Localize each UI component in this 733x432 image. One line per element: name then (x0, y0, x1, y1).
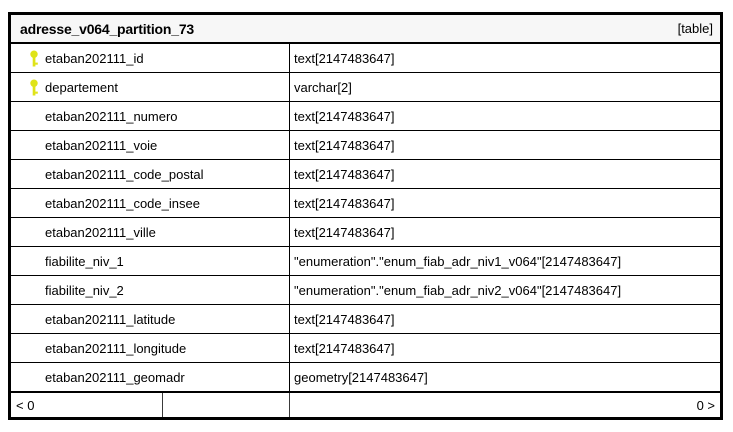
table-row[interactable]: etaban202111_longitude text[2147483647] (11, 334, 720, 363)
table-row[interactable]: etaban202111_code_postal text[2147483647] (11, 160, 720, 189)
column-name-cell: etaban202111_voie (11, 131, 290, 159)
table-row[interactable]: fiabilite_niv_1 "enumeration"."enum_fiab_… (11, 247, 720, 276)
column-name: etaban202111_code_insee (45, 195, 200, 211)
column-type: text[2147483647] (294, 311, 395, 327)
column-type-cell: text[2147483647] (290, 218, 720, 246)
column-type: text[2147483647] (294, 50, 395, 66)
column-name-cell: etaban202111_code_insee (11, 189, 290, 217)
column-name-cell: etaban202111_ville (11, 218, 290, 246)
column-name-cell: fiabilite_niv_2 (11, 276, 290, 304)
column-name-cell: etaban202111_code_postal (11, 160, 290, 188)
key-icon-placeholder (28, 311, 40, 328)
key-icon-placeholder (28, 282, 40, 299)
column-rows: etaban202111_id text[2147483647] departeme… (11, 44, 720, 391)
column-name: etaban202111_longitude (45, 340, 187, 356)
column-type: geometry[2147483647] (294, 369, 428, 385)
table-row[interactable]: etaban202111_ville text[2147483647] (11, 218, 720, 247)
column-name: etaban202111_numero (45, 108, 178, 124)
column-type-cell: varchar[2] (290, 73, 720, 101)
column-name-cell: etaban202111_id (11, 44, 290, 72)
erd-table-node[interactable]: adresse_v064_partition_73 [table] etaban… (8, 12, 723, 420)
table-row[interactable]: etaban202111_code_insee text[2147483647] (11, 189, 720, 218)
key-icon-placeholder (28, 253, 40, 270)
column-name: etaban202111_voie (45, 137, 158, 153)
column-name-cell: fiabilite_niv_1 (11, 247, 290, 275)
table-header[interactable]: adresse_v064_partition_73 [table] (11, 15, 720, 44)
key-icon-placeholder (28, 137, 40, 154)
column-type-cell: "enumeration"."enum_fiab_adr_niv1_v064"[… (290, 247, 720, 275)
column-name-cell: departement (11, 73, 290, 101)
column-name-cell: etaban202111_numero (11, 102, 290, 130)
table-row[interactable]: fiabilite_niv_2 "enumeration"."enum_fiab_… (11, 276, 720, 305)
key-icon-placeholder (28, 195, 40, 212)
outgoing-relations-count: 0 > (696, 397, 715, 413)
column-name: fiabilite_niv_2 (45, 282, 124, 298)
column-type-cell: text[2147483647] (290, 189, 720, 217)
column-type-cell: text[2147483647] (290, 44, 720, 72)
column-type-cell: text[2147483647] (290, 160, 720, 188)
table-row[interactable]: etaban202111_id text[2147483647] (11, 44, 720, 73)
column-name: etaban202111_id (45, 50, 144, 66)
column-name: etaban202111_code_postal (45, 166, 204, 182)
column-type: varchar[2] (294, 79, 352, 95)
column-type-cell: "enumeration"."enum_fiab_adr_niv2_v064"[… (290, 276, 720, 304)
table-row[interactable]: etaban202111_voie text[2147483647] (11, 131, 720, 160)
column-type-cell: text[2147483647] (290, 334, 720, 362)
column-type-cell: text[2147483647] (290, 102, 720, 130)
key-icon-placeholder (28, 340, 40, 357)
column-type: "enumeration"."enum_fiab_adr_niv1_v064"[… (294, 253, 622, 269)
table-footer: < 0 0 > (11, 391, 720, 417)
table-row[interactable]: etaban202111_numero text[2147483647] (11, 102, 720, 131)
key-icon (28, 50, 40, 67)
column-name: etaban202111_latitude (45, 311, 176, 327)
key-icon-placeholder (28, 224, 40, 241)
incoming-relations-anchor: < 0 (11, 393, 163, 417)
column-type: "enumeration"."enum_fiab_adr_niv2_v064"[… (294, 282, 622, 298)
incoming-relations-count: < 0 (16, 397, 35, 413)
column-type-cell: text[2147483647] (290, 305, 720, 333)
key-icon-placeholder (28, 369, 40, 386)
column-name-cell: etaban202111_latitude (11, 305, 290, 333)
table-type-badge: [table] (677, 21, 713, 36)
column-type-cell: text[2147483647] (290, 131, 720, 159)
column-type-cell: geometry[2147483647] (290, 363, 720, 391)
table-row[interactable]: etaban202111_geomadr geometry[2147483647] (11, 363, 720, 391)
column-name: etaban202111_geomadr (45, 369, 185, 385)
footer-spacer-cell (163, 393, 290, 417)
table-title: adresse_v064_partition_73 (20, 20, 194, 37)
key-icon (28, 79, 40, 96)
column-type: text[2147483647] (294, 224, 395, 240)
column-name-cell: etaban202111_geomadr (11, 363, 290, 391)
key-icon-placeholder (28, 166, 40, 183)
table-row[interactable]: etaban202111_latitude text[2147483647] (11, 305, 720, 334)
column-type: text[2147483647] (294, 166, 395, 182)
column-name: etaban202111_ville (45, 224, 156, 240)
column-type: text[2147483647] (294, 340, 395, 356)
column-name: fiabilite_niv_1 (45, 253, 124, 269)
table-row[interactable]: departement varchar[2] (11, 73, 720, 102)
outgoing-relations-anchor: 0 > (290, 393, 720, 417)
key-icon-placeholder (28, 108, 40, 125)
column-type: text[2147483647] (294, 108, 395, 124)
column-name: departement (45, 79, 118, 95)
column-name-cell: etaban202111_longitude (11, 334, 290, 362)
column-type: text[2147483647] (294, 137, 395, 153)
column-type: text[2147483647] (294, 195, 395, 211)
